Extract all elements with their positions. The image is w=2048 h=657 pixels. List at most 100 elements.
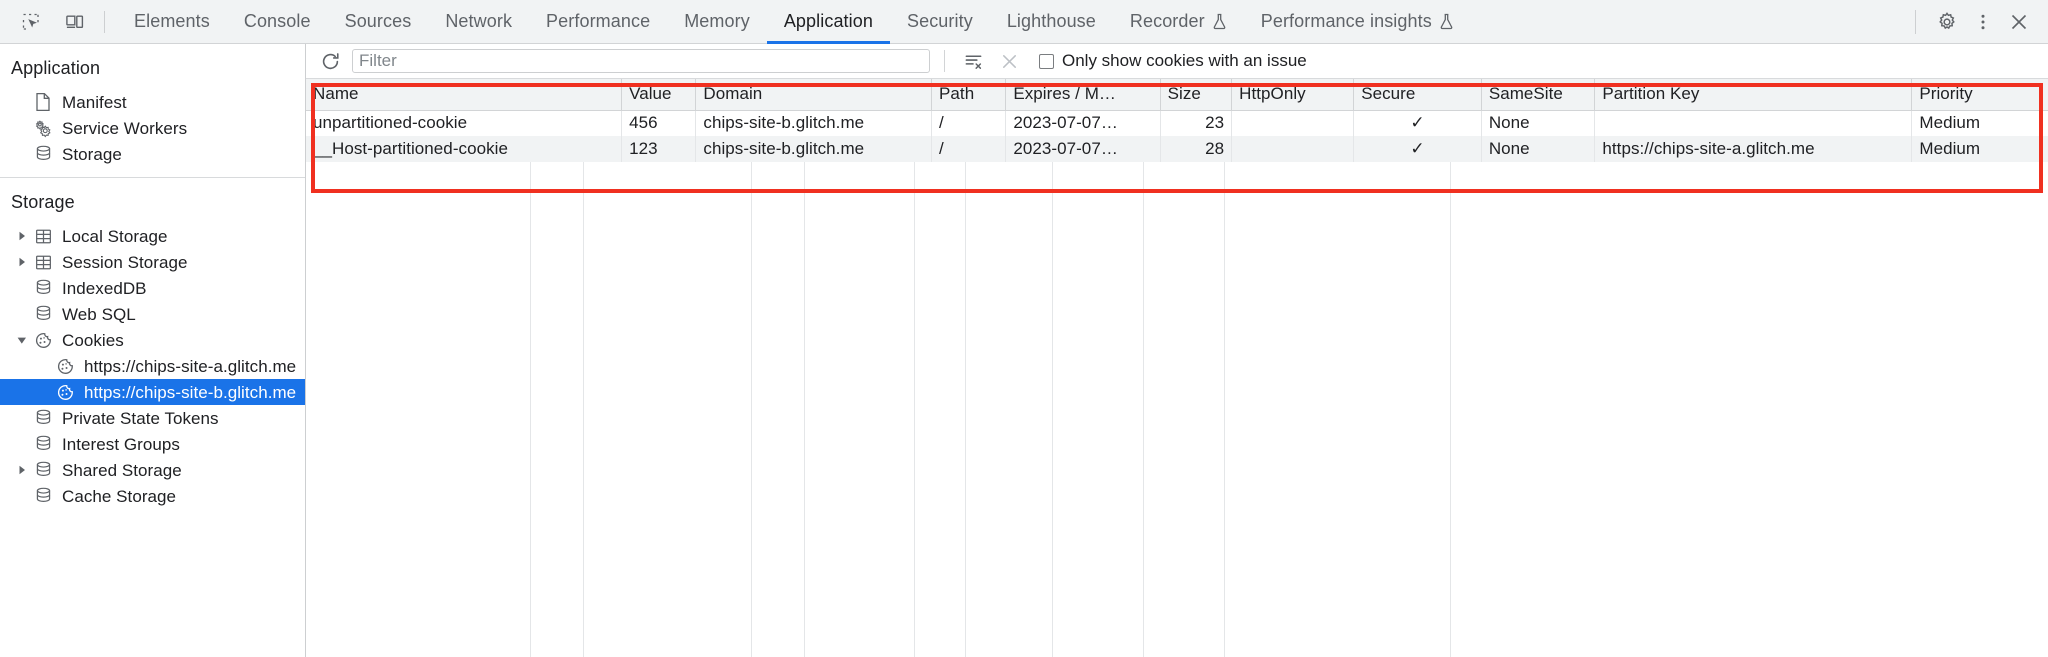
- tab-network[interactable]: Network: [428, 0, 529, 43]
- cookie-icon: [54, 356, 76, 376]
- chevron-down-icon[interactable]: [14, 336, 30, 345]
- sidebar-item-label: Cookies: [62, 330, 124, 350]
- column-header-path[interactable]: Path: [931, 79, 1007, 111]
- tab-application[interactable]: Application: [766, 0, 891, 44]
- empty-column-domain: [584, 162, 752, 657]
- experiment-flask-icon: [1439, 13, 1454, 30]
- column-header-label: Value: [629, 84, 672, 104]
- tab-sources[interactable]: Sources: [328, 0, 429, 43]
- database-icon: [32, 144, 54, 164]
- column-header-name[interactable]: Name: [306, 79, 623, 111]
- toolbar-divider: [104, 11, 105, 33]
- column-header-priority[interactable]: Priority: [1911, 79, 2048, 111]
- cookies-table-area: Name Value Domain Path Expires / M… Size HttpO…: [306, 79, 2048, 657]
- empty-column-value: [531, 162, 584, 657]
- database-icon: [32, 408, 54, 428]
- column-header-httponly[interactable]: HttpOnly: [1231, 79, 1355, 111]
- document-icon: [32, 92, 54, 112]
- cookie-cell-value: 456: [621, 110, 697, 136]
- empty-column-expires: [805, 162, 915, 657]
- column-header-expires[interactable]: Expires / M…: [1005, 79, 1161, 111]
- sidebar-item-service-workers[interactable]: Service Workers: [0, 115, 305, 141]
- column-header-samesite[interactable]: SameSite: [1481, 79, 1596, 111]
- sidebar-item-local-storage[interactable]: Local Storage: [0, 223, 305, 249]
- tab-recorder[interactable]: Recorder: [1113, 0, 1244, 43]
- sidebar-item-session-storage[interactable]: Session Storage: [0, 249, 305, 275]
- sidebar-item-label: https://chips-site-b.glitch.me: [84, 382, 297, 402]
- sidebar-item-cookies[interactable]: Cookies: [0, 327, 305, 353]
- cookie-cell-name: __Host-partitioned-cookie: [306, 136, 623, 162]
- empty-column-httponly: [966, 162, 1053, 657]
- clear-all-cookies-icon[interactable]: [995, 48, 1023, 74]
- cookie-cell-path: /: [931, 136, 1007, 162]
- sidebar-item-private-state-tokens[interactable]: Private State Tokens: [0, 405, 305, 431]
- column-header-value[interactable]: Value: [621, 79, 697, 111]
- sidebar-item-cache-storage[interactable]: Cache Storage: [0, 483, 305, 509]
- tab-label: Security: [906, 11, 973, 31]
- cookie-cell-size: 23: [1160, 110, 1233, 136]
- column-header-secure[interactable]: Secure: [1353, 79, 1482, 111]
- column-header-label: Path: [939, 84, 975, 104]
- cookie-cell-expires: 2023-07-07…: [1005, 110, 1161, 136]
- refresh-icon[interactable]: [316, 48, 344, 74]
- tab-lighthouse[interactable]: Lighthouse: [990, 0, 1113, 43]
- sidebar-item-manifest[interactable]: Manifest: [0, 89, 305, 115]
- tab-console[interactable]: Console: [227, 0, 328, 43]
- chevron-right-icon[interactable]: [14, 231, 30, 241]
- device-toolbar-icon[interactable]: [58, 5, 92, 39]
- sidebar-item-indexeddb[interactable]: IndexedDB: [0, 275, 305, 301]
- column-header-label: Size: [1167, 84, 1201, 104]
- gear-icon[interactable]: [1930, 5, 1964, 39]
- cookie-cell-name: unpartitioned-cookie: [306, 110, 623, 136]
- sidebar-item-label: Local Storage: [62, 226, 168, 246]
- cookie-icon: [32, 330, 54, 350]
- sidebar-item-label: Web SQL: [62, 304, 136, 324]
- close-icon[interactable]: [2002, 5, 2036, 39]
- cookie-cell-value: 123: [621, 136, 697, 162]
- tab-elements[interactable]: Elements: [117, 0, 227, 43]
- inspect-element-icon[interactable]: [14, 5, 48, 39]
- toolbar-right-icons: [1909, 0, 2048, 43]
- sidebar-item-shared-storage[interactable]: Shared Storage: [0, 457, 305, 483]
- only-show-issue-cookies-checkbox[interactable]: Only show cookies with an issue: [1039, 51, 1307, 71]
- toolbar-right-divider: [1915, 9, 1916, 34]
- clear-filters-icon[interactable]: [959, 48, 987, 74]
- cookies-table-header: Name Value Domain Path Expires / M… Size HttpO…: [306, 79, 2048, 111]
- checkbox-box[interactable]: [1039, 53, 1054, 69]
- database-icon: [32, 434, 54, 454]
- tab-performance-insights[interactable]: Performance insights: [1244, 0, 1471, 43]
- chevron-right-icon[interactable]: [14, 465, 30, 475]
- column-header-size[interactable]: Size: [1160, 79, 1233, 111]
- table-icon: [32, 252, 54, 272]
- chevron-right-icon[interactable]: [14, 257, 30, 267]
- sidebar-item-https-chips-site-b-glitch-me[interactable]: https://chips-site-b.glitch.me: [0, 379, 305, 405]
- sidebar-item-label: Cache Storage: [62, 486, 177, 506]
- sidebar-item-interest-groups[interactable]: Interest Groups: [0, 431, 305, 457]
- gears-icon: [32, 118, 54, 138]
- sidebar-item-label: Interest Groups: [62, 434, 180, 454]
- kebab-menu-icon[interactable]: [1966, 5, 2000, 39]
- tab-security[interactable]: Security: [890, 0, 990, 43]
- sidebar-item-https-chips-site-a-glitch-me[interactable]: https://chips-site-a.glitch.me: [0, 353, 305, 379]
- column-header-label: Partition Key: [1602, 84, 1700, 104]
- cookies-panel: Only show cookies with an issue Name Valu…: [306, 44, 2048, 657]
- filter-input[interactable]: [352, 49, 930, 73]
- tab-performance[interactable]: Performance: [529, 0, 667, 43]
- experiment-flask-icon: [1212, 13, 1227, 30]
- column-header-domain[interactable]: Domain: [695, 79, 933, 111]
- table-icon: [32, 226, 54, 246]
- column-header-label: Domain: [703, 84, 763, 104]
- empty-column-grid: [306, 162, 2048, 657]
- sidebar-item-web-sql[interactable]: Web SQL: [0, 301, 305, 327]
- filter-bar-divider: [944, 50, 945, 72]
- sidebar-item-storage[interactable]: Storage: [0, 141, 305, 167]
- column-header-label: Name: [313, 84, 359, 104]
- tab-memory[interactable]: Memory: [667, 0, 767, 43]
- column-header-partitionkey[interactable]: Partition Key: [1594, 79, 1913, 111]
